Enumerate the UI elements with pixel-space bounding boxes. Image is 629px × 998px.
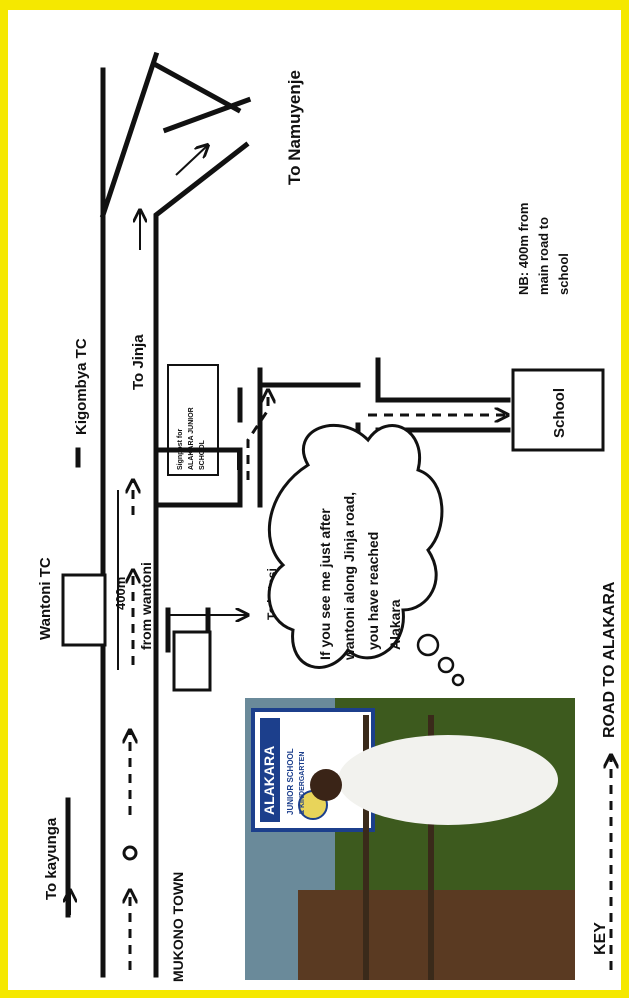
map-frame: Signpost for ALAKARA JUNIOR SCHOOL To ka… [8,10,621,990]
note-line-1: NB: 400m from [516,203,531,295]
to-jinja-label: To Jinja [130,334,147,390]
note-line-3: school [556,253,571,295]
distance-label-1: 400m [113,577,128,610]
school-building [511,368,605,452]
key-title: KEY [592,922,609,955]
bubble-line-4: Alakara [387,599,403,650]
route-dash-side-1 [246,390,268,480]
bubble-line-2: wantoni along Jinja road, [341,492,357,661]
photo-sign-line-1: ALAKARA [261,746,277,815]
person-figure [338,735,558,825]
signpost-box [167,364,219,476]
signpost-text-2: ALAKARA JUNIOR [188,407,195,470]
photo-sign-line-2: JUNIOR SCHOOL [286,748,295,815]
school-label: School [551,388,568,438]
directions-map: Signpost for ALAKARA JUNIOR SCHOOL To ka… [37,51,621,982]
namuyenje-arrow [175,145,208,176]
wantoni-building [61,573,107,647]
speech-bubble: If you see me just after wantoni along J… [267,423,465,687]
roadside-building [172,630,212,692]
main-road-right-edge-upper [153,141,250,453]
school-sign-photo: ALAKARA JUNIOR SCHOOL & KINDERGARTEN [245,698,575,980]
kigombya-tc-label: Kigombya TC [73,338,90,435]
bubble-line-3: you have reached [365,532,381,650]
distance-label-2: from wantoni [138,562,154,650]
mukono-roundabout [122,845,138,861]
bubble-line-1: If you see me just after [317,508,333,660]
namuyenje-road [152,61,242,114]
mukono-town-label: MUKONO TOWN [170,872,186,982]
junction-link [99,51,160,219]
photo-sign-line-3: & KINDERGARTEN [299,752,306,815]
signpost-text-3: SCHOOL [199,439,206,470]
to-kayunga-label: To kayunga [43,817,60,900]
school-lane-top [375,357,511,403]
signpost-text-1: Signpost for [177,429,184,470]
to-namuyenje-label: To Namuyenje [285,70,304,185]
katosi-road-top [153,447,243,508]
namuyenje-road-2 [162,96,252,134]
wantoni-tc-label: Wantoni TC [37,557,54,640]
note-line-2: main road to [536,217,551,295]
key-legend-text: ROAD TO ALAKARA [601,581,618,738]
